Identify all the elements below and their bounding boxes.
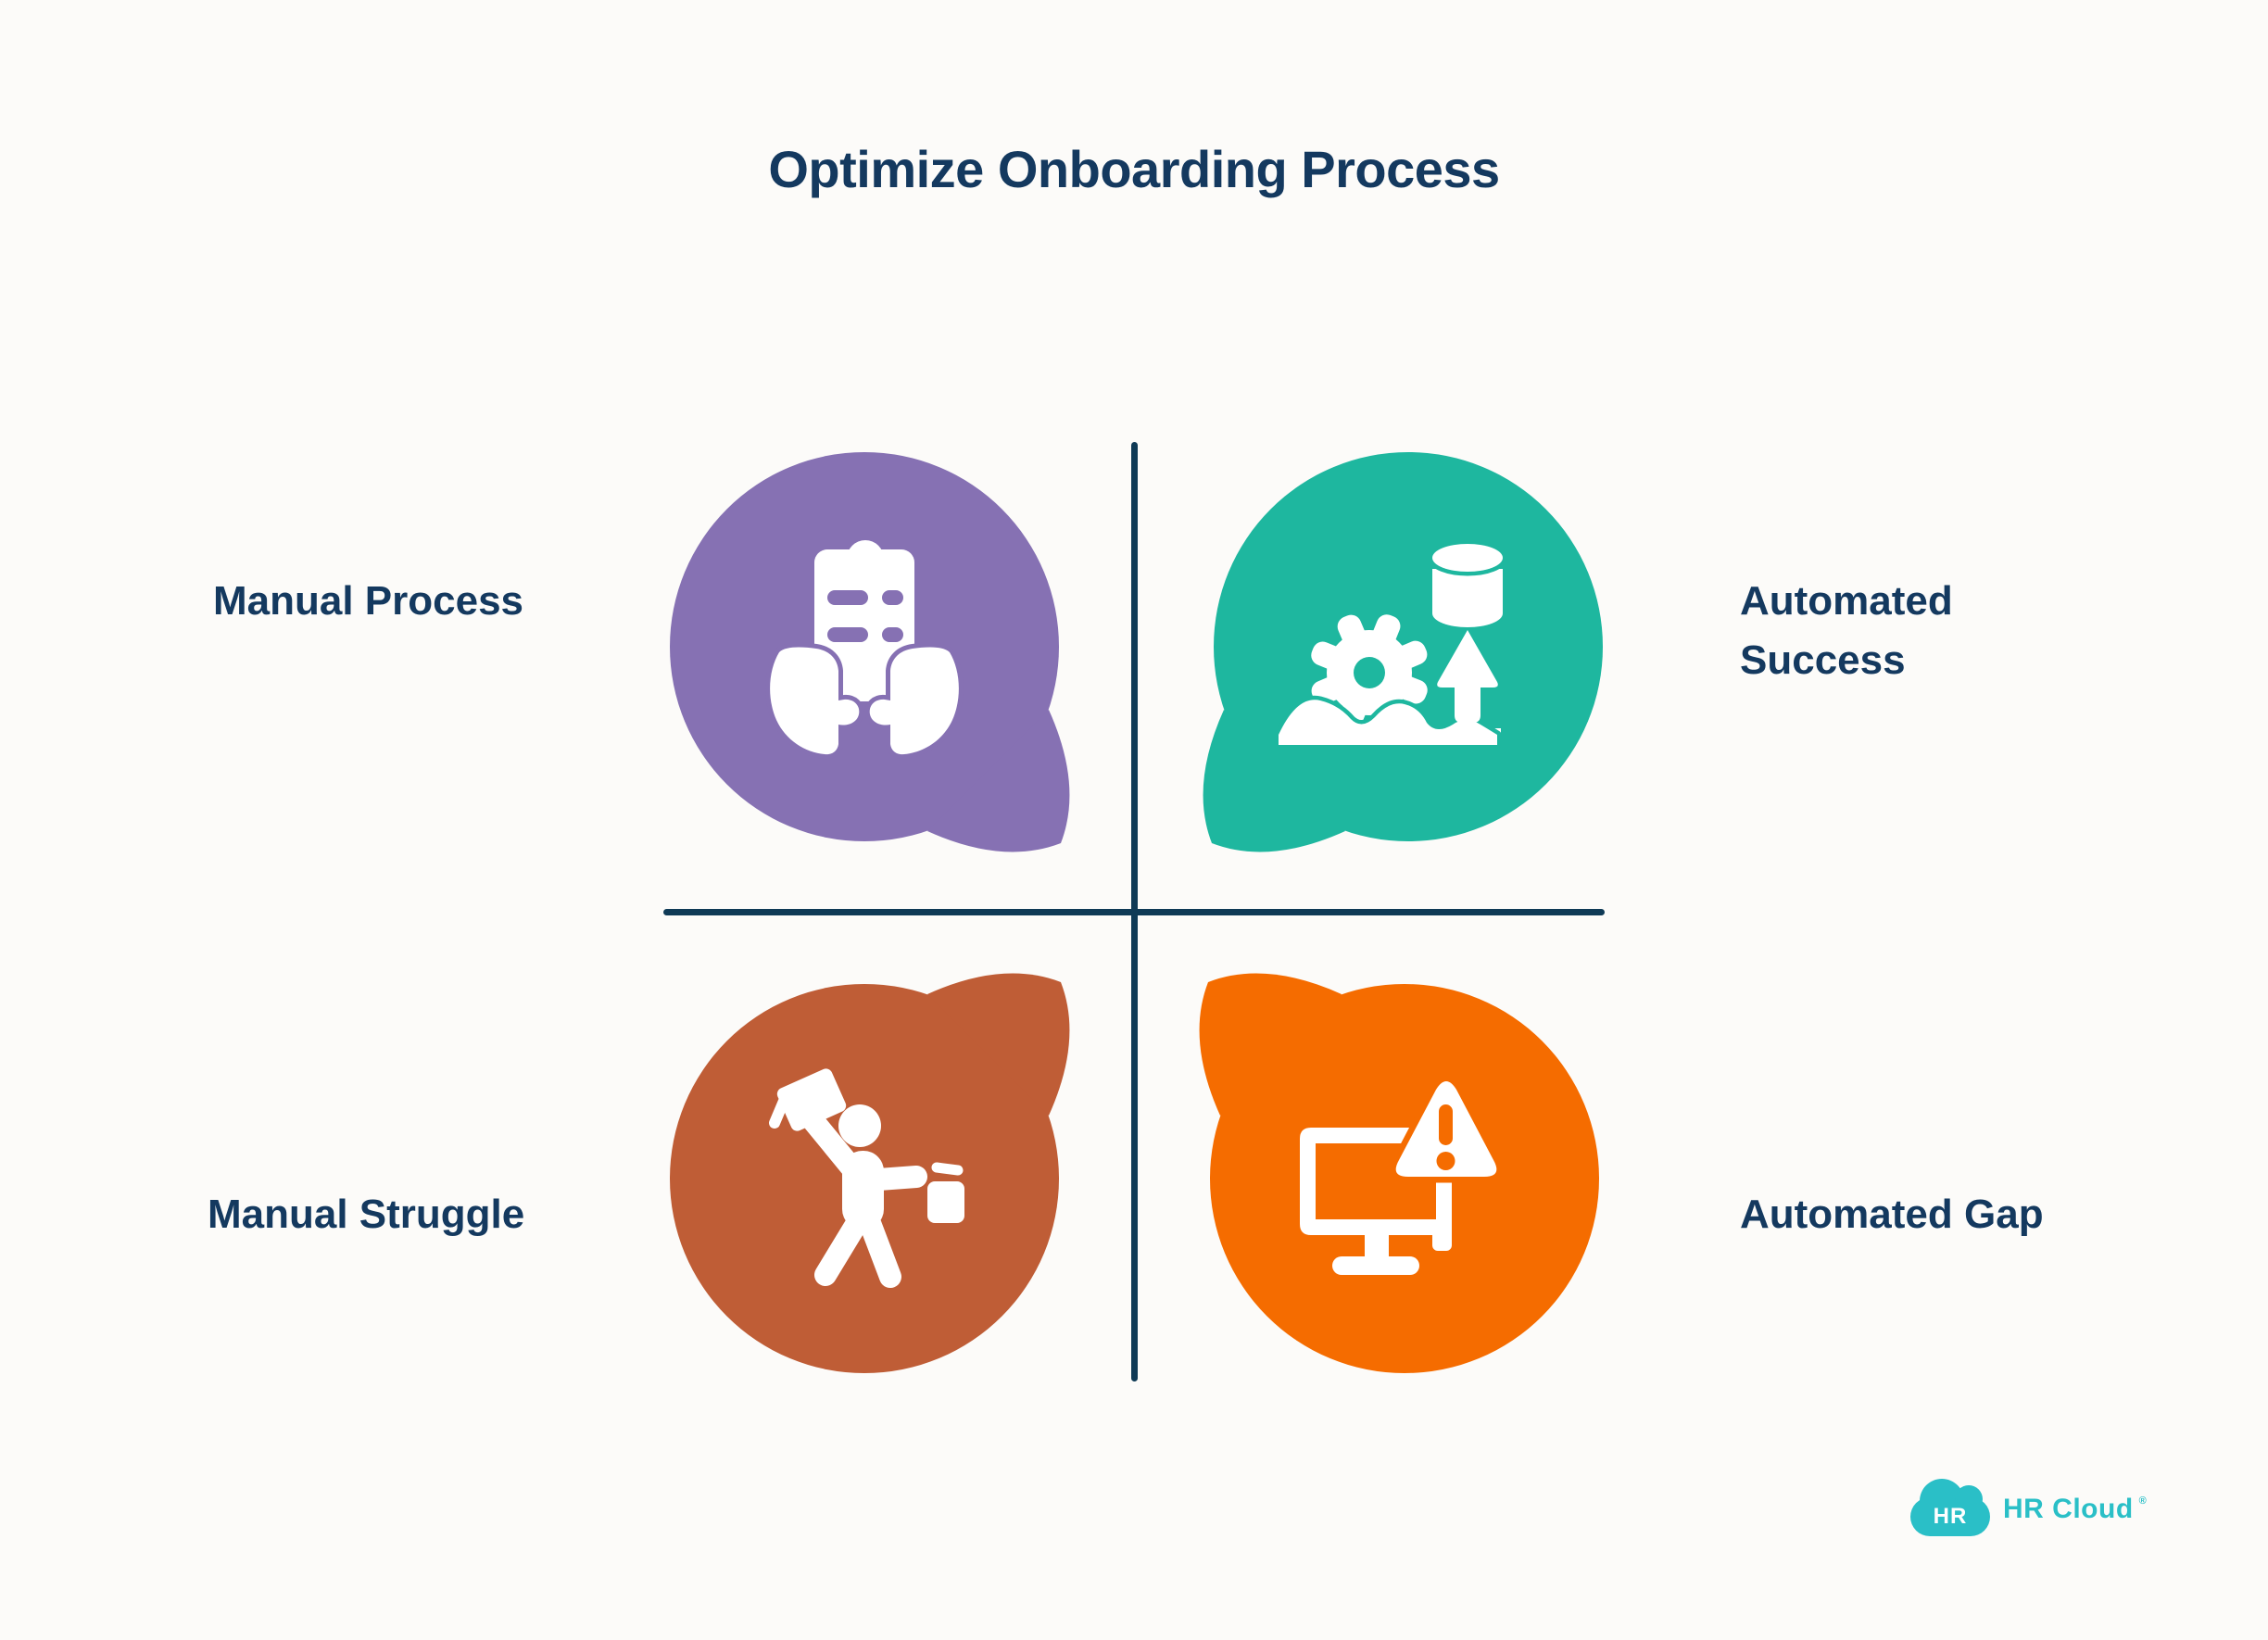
side-box-mark [931,1162,964,1176]
bubble-tail [927,973,1070,1116]
hands-holding-checklist-icon [765,540,964,760]
label-automated-success: Automated Success [1740,578,1953,683]
logo-badge-text: HR [1933,1504,1968,1529]
page-title: Optimize Onboarding Process [768,140,1500,198]
speech-bubble-automated-success [1203,452,1603,852]
registered-mark: ® [2138,1495,2147,1507]
right-hand [864,642,964,760]
quadrant-divider-vertical [1131,442,1138,1381]
label-automated-gap: Automated Gap [1740,1192,2044,1237]
monitor-warning-icon [1300,1075,1503,1275]
monitor-stand-neck [1365,1235,1389,1259]
person-head [838,1104,881,1147]
logo-brand-text: HR Cloud [2003,1494,2134,1524]
label-manual-process: Manual Process [213,578,524,624]
monitor-frame-stub [1432,1219,1452,1251]
database-top [1428,539,1507,576]
exclamation-dot [1436,1152,1455,1170]
speech-bubble-automated-gap [1199,973,1599,1373]
person-juggling-boxes-icon [769,1068,964,1288]
cloud-icon: HR [1910,1479,1990,1536]
database-body [1432,569,1503,627]
overhead-box [776,1068,847,1131]
box-motion-mark [769,1093,790,1129]
person-legs [814,1212,901,1288]
upload-arrow-icon [1437,630,1498,723]
bubble-tail [1199,973,1342,1116]
gear-database-upload-icon [1274,539,1507,750]
speech-bubble-manual-struggle [670,973,1070,1373]
speech-bubble-manual-process [670,452,1070,852]
bubble-tail [1203,710,1345,852]
side-box [927,1181,964,1223]
label-manual-struggle: Manual Struggle [208,1192,525,1237]
left-hand [765,642,864,760]
person-extended-arm [855,1166,927,1192]
exclamation-bar [1439,1104,1453,1145]
wave [1274,695,1502,750]
hr-cloud-logo: HR HR Cloud ® [1910,1479,2147,1536]
bubble-tail [927,710,1070,852]
person-raised-arm [802,1110,863,1179]
monitor-stand-base [1332,1256,1419,1275]
